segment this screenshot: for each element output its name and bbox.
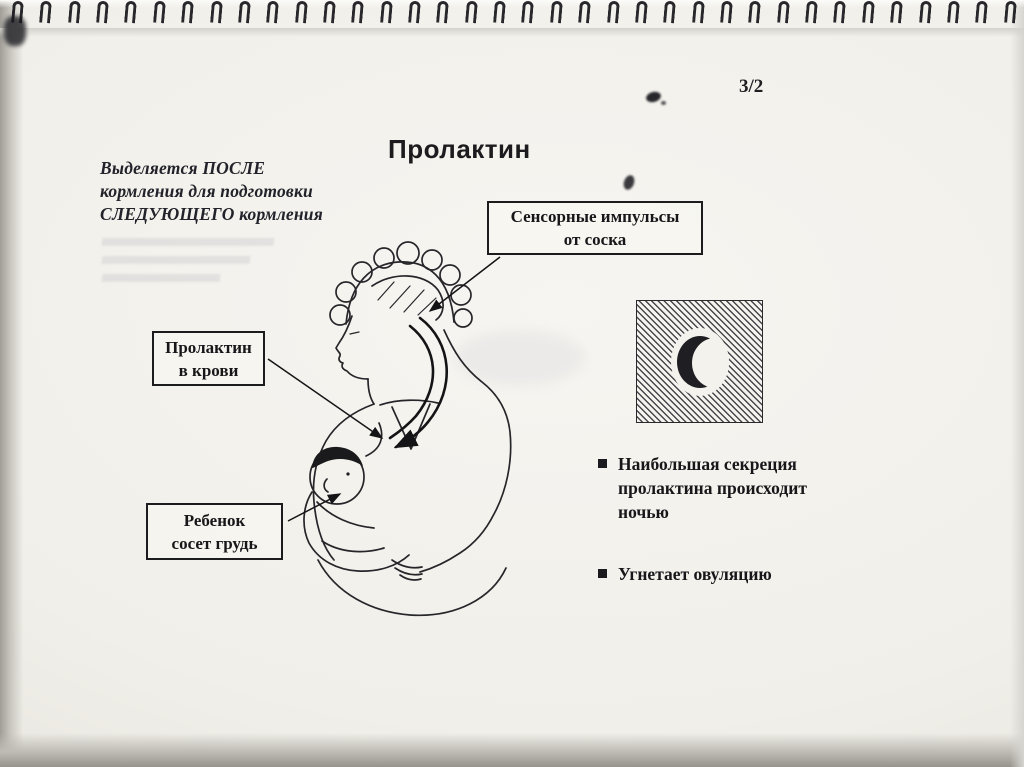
spiral-binding <box>11 0 1017 29</box>
spiral-coil <box>39 0 53 24</box>
connector-arrows <box>267 256 501 522</box>
spiral-coil <box>805 0 819 24</box>
arrow-sensory-to-brain <box>428 256 501 312</box>
spiral-coil <box>237 0 251 24</box>
spiral-coil <box>946 0 960 24</box>
slide-title: Пролактин <box>388 134 531 164</box>
spiral-coil <box>124 0 138 24</box>
spiral-coil <box>890 0 904 24</box>
intro-note: Выделяется ПОСЛЕ кормления для подготовк… <box>100 157 323 226</box>
label-line: от соска <box>563 230 627 249</box>
spiral-coil <box>720 0 733 24</box>
page-edge-shading-left <box>0 0 26 767</box>
baby-figure <box>303 446 423 581</box>
faded-text-line <box>101 238 275 246</box>
spiral-coil <box>493 0 507 24</box>
spiral-coil <box>549 0 563 24</box>
spiral-coil <box>634 0 648 24</box>
spiral-coil <box>209 0 223 24</box>
baby-hair <box>312 446 363 468</box>
intro-line: кормления для подготовки <box>100 181 313 201</box>
spiral-coil <box>464 0 478 24</box>
label-line: Сенсорные импульсы <box>510 207 680 226</box>
spiral-coil <box>776 0 790 24</box>
label-line: Ребенок <box>183 510 246 530</box>
arrow-baby-label-to-baby <box>287 493 342 522</box>
spiral-coil <box>748 0 762 24</box>
label-baby-suckles: Ребенок сосет грудь <box>146 503 283 560</box>
page-edge-shading-bottom <box>0 733 1024 767</box>
bullet-text: Наибольшая секреция пролактина происходи… <box>618 454 807 522</box>
scan-smudge <box>621 173 637 192</box>
bullet-item: Угнетает овуляцию <box>598 562 850 586</box>
bullet-item: Наибольшая секреция пролактина происходи… <box>598 452 850 524</box>
black-square-bullet-icon <box>598 569 607 578</box>
scan-smudge <box>4 16 26 46</box>
spiral-coil <box>436 0 450 24</box>
page-edge-shading-right <box>1010 0 1024 767</box>
spiral-coil <box>379 0 393 24</box>
scan-smudge <box>644 90 663 104</box>
spiral-coil <box>323 0 336 24</box>
spiral-coil <box>96 0 110 24</box>
spiral-coil <box>606 0 620 24</box>
spiral-coil <box>691 0 705 24</box>
page-number: 3/2 <box>739 76 764 97</box>
faded-print-text <box>101 238 275 292</box>
label-prolactin-in-blood: Пролактин в крови <box>152 331 265 386</box>
binding-shadow <box>0 28 1024 37</box>
faded-text-line <box>101 256 251 264</box>
spiral-coil <box>918 0 932 24</box>
faded-text-line <box>101 274 221 282</box>
spiral-coil <box>67 0 81 24</box>
label-line: Пролактин <box>165 337 252 357</box>
spiral-coil <box>294 0 308 24</box>
spiral-coil <box>578 0 592 24</box>
faded-watermark <box>455 330 585 385</box>
moon-cutout <box>692 338 729 388</box>
label-line: в крови <box>178 360 239 380</box>
intro-line: Выделяется ПОСЛЕ <box>100 158 266 178</box>
label-sensory-impulses: Сенсорные импульсы от соска <box>487 201 703 255</box>
spiral-coil <box>11 0 24 24</box>
night-hatched-square <box>636 300 763 423</box>
spiral-coil <box>1003 0 1017 24</box>
spiral-coil <box>861 0 875 24</box>
arrow-prolactin-to-breast <box>267 358 384 439</box>
key-points-list: Наибольшая секреция пролактина происходи… <box>598 452 850 624</box>
spiral-coil <box>521 0 535 24</box>
prolactin-pathway-arrow <box>388 316 448 449</box>
crescent-moon-icon <box>671 328 729 396</box>
bullet-text: Угнетает овуляцию <box>618 564 772 584</box>
spiral-coil <box>833 0 847 24</box>
intro-line: СЛЕДУЮЩЕГО кормления <box>100 204 323 224</box>
spiral-coil <box>351 0 365 24</box>
spiral-coil <box>266 0 280 24</box>
label-line: сосет грудь <box>171 533 258 553</box>
spiral-coil <box>663 0 677 24</box>
black-square-bullet-icon <box>598 459 607 468</box>
page-edge-shading-top <box>0 0 1024 8</box>
spiral-coil <box>408 0 421 24</box>
scan-smudge <box>661 101 666 105</box>
mother-figure <box>312 241 512 617</box>
spiral-coil <box>181 0 195 24</box>
spiral-coil <box>152 0 166 24</box>
spiral-coil <box>975 0 989 24</box>
